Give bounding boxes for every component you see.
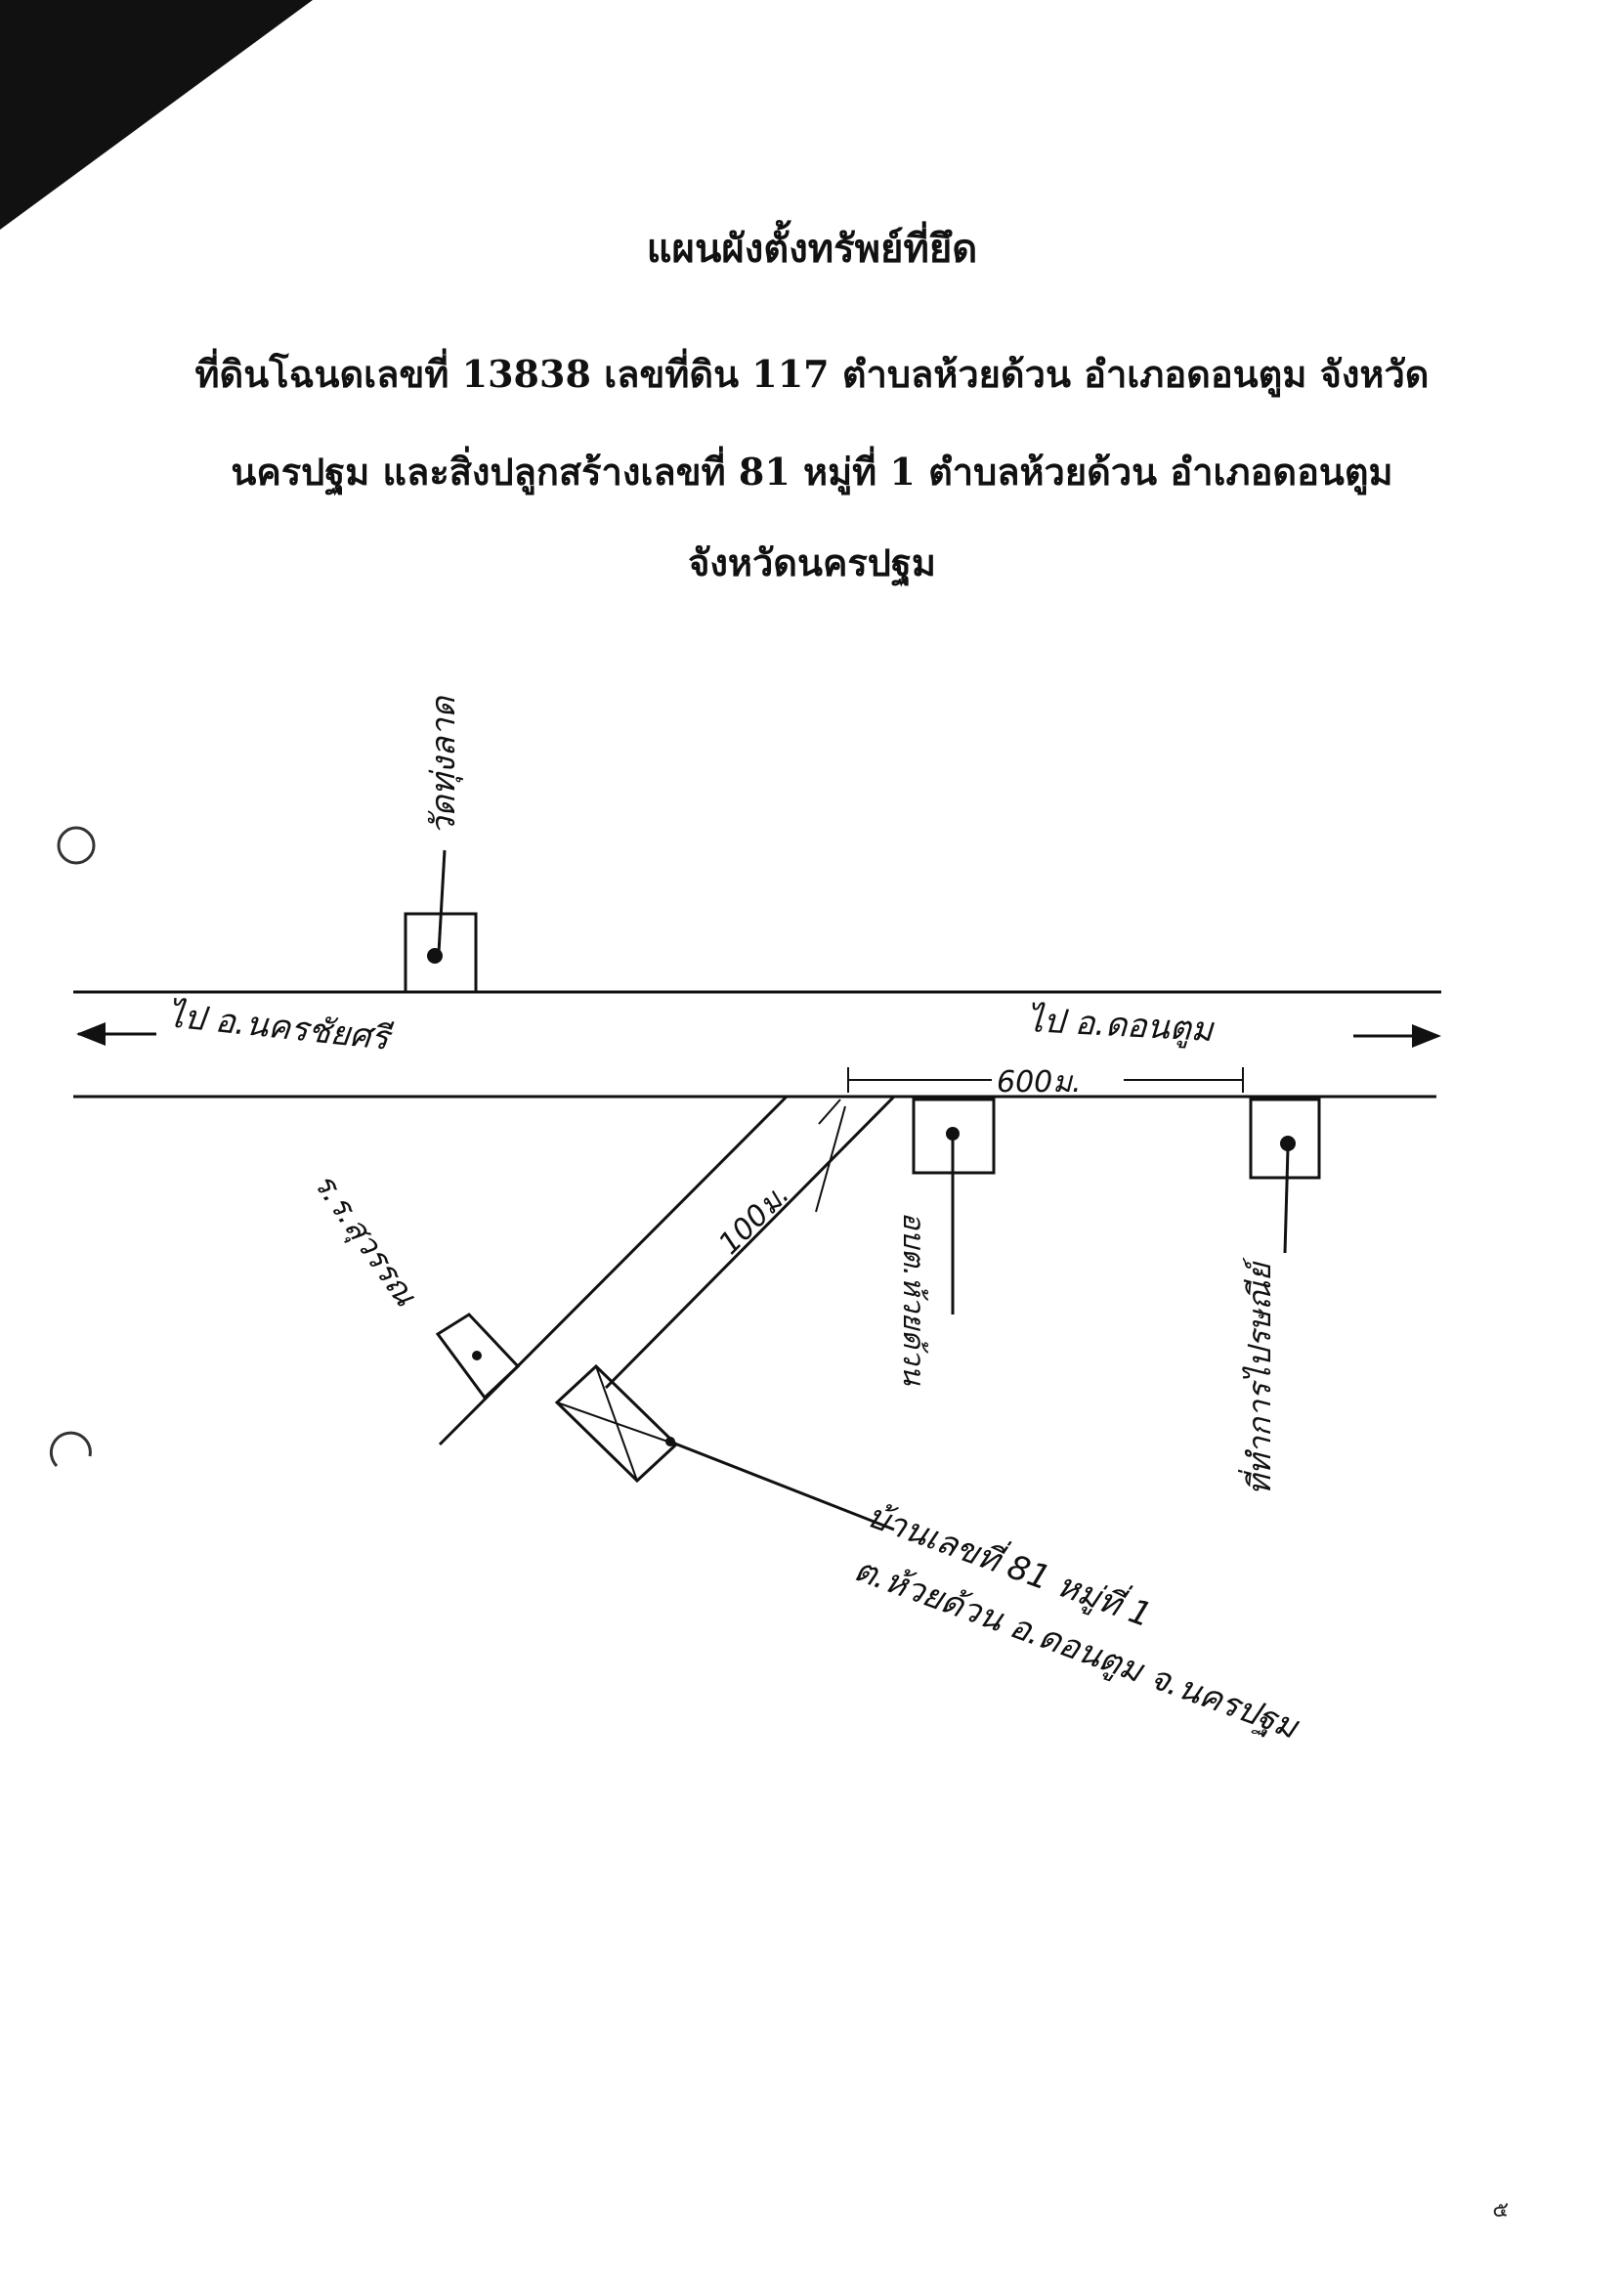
landmark-top-label: วัดทุ่งลาด <box>424 695 463 836</box>
subtitle-line-3: จังหวัดนครปฐม <box>688 540 936 584</box>
distance-side-road: 100ม. <box>712 1178 796 1262</box>
left-arrow-icon <box>76 1022 156 1046</box>
landmark-mid-label: อบต.ห้วยด้วน <box>896 1212 930 1387</box>
property-marker <box>554 1363 895 1531</box>
landmark-top-marker <box>404 849 478 994</box>
right-arrow-icon <box>1353 1024 1441 1048</box>
page-mark: ๕ <box>1492 2198 1509 2222</box>
subtitle-line-1: ที่ดินโฉนดเลขที่ 13838 เลขที่ดิน 117 ตำบ… <box>194 352 1430 396</box>
dimension-line-600 <box>847 1067 1244 1093</box>
punch-hole-top <box>57 826 96 865</box>
landmark-left-marker <box>435 1313 521 1401</box>
landmark-right-marker <box>1249 1098 1321 1254</box>
subtitle-line-2: นครปฐม และสิ่งปลูกสร้างเลขที่ 81 หมู่ที่… <box>231 450 1393 494</box>
page-corner-shadow <box>0 0 313 230</box>
landmark-left-label: ร.ร.สุวรรณ <box>306 1166 425 1314</box>
landmark-right-label: ที่ทำการไปรษณีย์ <box>1238 1257 1278 1495</box>
side-road-right-edge <box>604 1095 896 1390</box>
distance-main: 600ม. <box>997 1065 1082 1099</box>
side-road-mark <box>818 1099 841 1125</box>
punch-hole-bottom <box>49 1431 92 1468</box>
dimension-line-100 <box>815 1105 846 1213</box>
road-left-label: ไป อ.นครชัยศรี <box>165 996 396 1058</box>
landmark-mid-marker <box>912 1098 996 1315</box>
road-right-label: ไป อ.ดอนตูม <box>1026 1001 1216 1050</box>
document-title: แผนผังตั้งทรัพย์ที่ยึด <box>646 226 978 272</box>
